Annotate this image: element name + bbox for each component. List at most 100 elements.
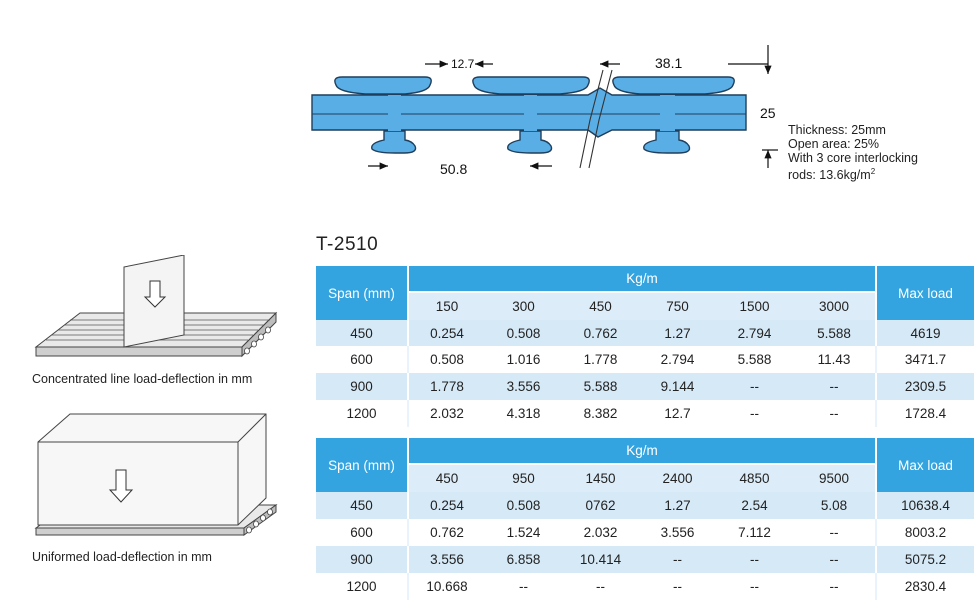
table-row: 900 3.556 6.858 10.414 -- -- -- 5075.2: [316, 546, 975, 573]
span-header: Span (mm): [316, 438, 409, 492]
value-cell: 5.588: [793, 320, 877, 346]
value-cell: 12.7: [639, 400, 716, 427]
span-cell: 900: [316, 546, 409, 573]
value-cell: 0.508: [408, 346, 485, 373]
table-row: 1200 2.032 4.318 8.382 12.7 -- -- 1728.4: [316, 400, 975, 427]
max-load-header: Max load: [875, 266, 975, 320]
value-cell: 1.524: [485, 519, 562, 546]
value-cell: 5.588: [716, 346, 793, 373]
value-cell: 1.778: [408, 373, 485, 400]
value-cell: --: [793, 373, 877, 400]
spec-open-area: Open area: 25%: [788, 137, 880, 151]
kg-column-header: 300: [485, 292, 562, 320]
line-load-table: Span (mm) Kg/m Max load 150 300 450 750 …: [316, 266, 975, 427]
span-cell: 600: [316, 519, 409, 546]
kg-column-header: 3000: [793, 292, 877, 320]
value-cell: 3.556: [408, 546, 485, 573]
kg-column-header: 450: [408, 464, 485, 492]
span-cell: 450: [316, 492, 409, 519]
value-cell: 0.508: [485, 492, 562, 519]
uniform-load-illustration: [34, 413, 278, 536]
value-cell: 0.508: [485, 320, 562, 346]
kg-header: Kg/m: [408, 438, 877, 465]
max-load-cell: 1728.4: [875, 400, 975, 427]
value-cell: 5.588: [562, 373, 639, 400]
value-cell: 1.778: [562, 346, 639, 373]
value-cell: --: [716, 546, 793, 573]
value-cell: 7.112: [716, 519, 793, 546]
value-cell: 9.144: [639, 373, 716, 400]
value-cell: --: [793, 546, 877, 573]
dim-pitch-top-label: 12.7: [451, 57, 475, 71]
span-cell: 450: [316, 320, 409, 346]
span-header: Span (mm): [316, 266, 409, 320]
value-cell: 0.762: [408, 519, 485, 546]
value-cell: 10.414: [562, 546, 639, 573]
spec-rods-line2: rods: 13.6kg/m2: [788, 167, 876, 183]
value-cell: --: [793, 519, 877, 546]
value-cell: 1.27: [639, 320, 716, 346]
kg-column-header: 9500: [793, 464, 877, 492]
value-cell: --: [639, 546, 716, 573]
line-load-caption: Concentrated line load-deflection in mm: [32, 372, 253, 386]
spec-thickness: Thickness: 25mm: [788, 123, 886, 137]
value-cell: 2.032: [408, 400, 485, 427]
value-cell: 0.254: [408, 320, 485, 346]
value-cell: --: [716, 373, 793, 400]
value-cell: 10.668: [408, 573, 485, 600]
dim-width-top-label: 38.1: [655, 55, 682, 71]
uniform-load-table: Span (mm) Kg/m Max load 450 950 1450 240…: [316, 438, 975, 600]
dim-thickness-label: 25: [760, 105, 776, 121]
value-cell: 3.556: [485, 373, 562, 400]
product-title: T-2510: [316, 234, 379, 255]
dimension-lines: [368, 45, 778, 170]
value-cell: 0762: [562, 492, 639, 519]
profile-stems: [388, 95, 675, 131]
dim-pitch-bottom-label: 50.8: [440, 161, 467, 177]
spec-rods-line1: With 3 core interlocking: [788, 151, 918, 165]
value-cell: 0.762: [562, 320, 639, 346]
value-cell: --: [562, 573, 639, 600]
kg-column-header: 2400: [639, 464, 716, 492]
spec-block: Thickness: 25mm Open area: 25% With 3 co…: [788, 123, 918, 182]
break-symbol: [579, 69, 613, 169]
value-cell: --: [639, 573, 716, 600]
grating-profile-diagram: 12.7 38.1 25 50.8: [311, 45, 778, 177]
value-cell: --: [485, 573, 562, 600]
kg-column-header: 1450: [562, 464, 639, 492]
value-cell: --: [716, 573, 793, 600]
table-row: 600 0.508 1.016 1.778 2.794 5.588 11.43 …: [316, 346, 975, 373]
kg-column-header: 4850: [716, 464, 793, 492]
value-cell: 2.032: [562, 519, 639, 546]
table-row: 900 1.778 3.556 5.588 9.144 -- -- 2309.5: [316, 373, 975, 400]
line-load-illustration: [34, 255, 278, 358]
uniform-load-caption: Uniformed load-deflection in mm: [32, 550, 212, 564]
max-load-cell: 3471.7: [875, 346, 975, 373]
value-cell: 1.016: [485, 346, 562, 373]
table-row: 450 0.254 0.508 0.762 1.27 2.794 5.588 4…: [316, 320, 975, 346]
kg-column-header: 150: [408, 292, 485, 320]
value-cell: --: [793, 400, 877, 427]
max-load-cell: 4619: [875, 320, 975, 346]
value-cell: --: [716, 400, 793, 427]
kg-column-header: 750: [639, 292, 716, 320]
value-cell: 1.27: [639, 492, 716, 519]
value-cell: 6.858: [485, 546, 562, 573]
value-cell: 0.254: [408, 492, 485, 519]
table-row: 450 0.254 0.508 0762 1.27 2.54 5.08 1063…: [316, 492, 975, 519]
value-cell: 8.382: [562, 400, 639, 427]
value-cell: 2.794: [639, 346, 716, 373]
max-load-header: Max load: [875, 438, 975, 492]
value-cell: 2.794: [716, 320, 793, 346]
table-row: 600 0.762 1.524 2.032 3.556 7.112 -- 800…: [316, 519, 975, 546]
span-cell: 1200: [316, 573, 409, 600]
value-cell: 2.54: [716, 492, 793, 519]
value-cell: --: [793, 573, 877, 600]
max-load-cell: 5075.2: [875, 546, 975, 573]
kg-column-header: 950: [485, 464, 562, 492]
value-cell: 3.556: [639, 519, 716, 546]
table-row: 1200 10.668 -- -- -- -- -- 2830.4: [316, 573, 975, 600]
span-cell: 600: [316, 346, 409, 373]
span-cell: 900: [316, 373, 409, 400]
span-cell: 1200: [316, 400, 409, 427]
